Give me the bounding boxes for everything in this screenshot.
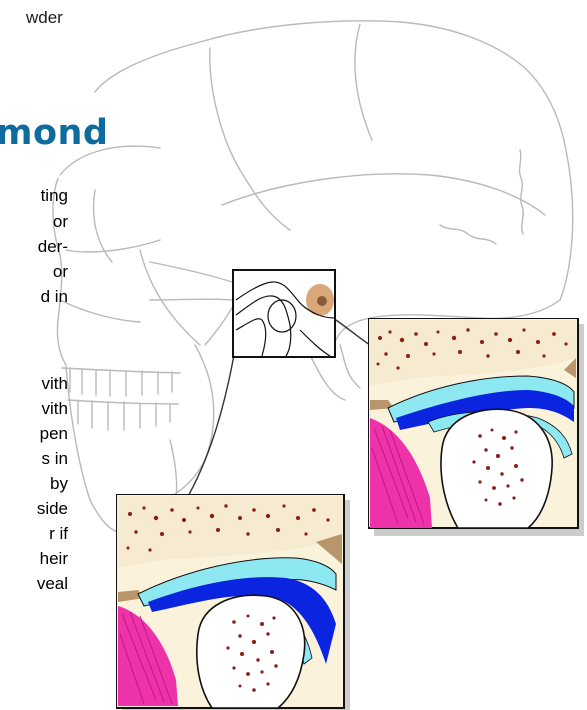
paragraph-2-line-6: side [0,497,68,521]
connector-left [180,355,234,510]
paragraph-2-line-9: veal [0,572,68,596]
paragraph-1-line-1: ting [0,184,68,208]
paragraph-1-line-3: der- [0,235,68,259]
joint-zoom-box [233,270,335,357]
paragraph-2-line-3: pen [0,422,68,446]
joint-detail-open [116,494,352,710]
cranium-inner [210,48,290,230]
paragraph-2-line-2: vith [0,397,68,421]
paragraph-1-line-2: or [0,210,68,234]
paragraph-1-line-5: d in [0,285,68,309]
joint-detail-closed [368,318,587,540]
paragraph-2-line-5: by [0,472,68,496]
page-heading: mond [0,113,109,153]
paragraph-2-line-4: s in [0,447,68,471]
paragraph-2-line-1: vith [0,372,68,396]
cranium-outline [95,21,573,300]
paragraph-2-line-7: r if [0,522,68,546]
top-fragment-text: wder [26,8,63,28]
paragraph-1-line-4: or [0,260,68,284]
lower-teeth [68,400,178,430]
paragraph-2-line-8: heir [0,547,68,571]
upper-teeth [62,368,180,396]
